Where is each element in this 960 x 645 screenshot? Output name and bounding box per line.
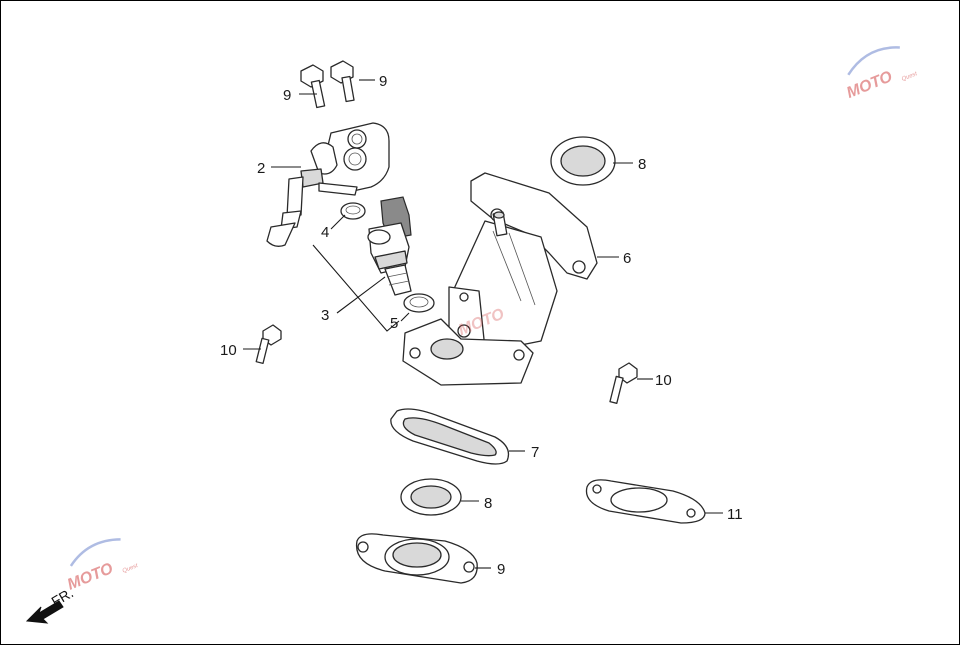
bolt-part-9-right	[330, 60, 355, 103]
o-ring-part-4	[340, 202, 366, 220]
callout-10-right: 10	[655, 372, 672, 389]
callout-10-left: 10	[220, 342, 237, 359]
insulator-part-9-bottom	[355, 533, 478, 584]
callout-9-bolt-right: 9	[379, 73, 387, 90]
callout-2: 2	[257, 160, 265, 177]
callout-9-bolt-left: 9	[283, 87, 291, 104]
bolt-part-10-left	[255, 324, 282, 365]
fuel-injector-part-3	[367, 196, 412, 296]
watermark-sub-top: Quest	[901, 71, 918, 83]
gasket-part-11	[585, 479, 706, 524]
watermark-logo-top: MOTO Quest	[844, 46, 918, 102]
callout-6: 6	[623, 250, 631, 267]
callout-4: 4	[321, 224, 329, 241]
gasket-part-8-top	[550, 136, 616, 186]
watermark-logo-bottom: MOTO Quest	[65, 538, 139, 594]
callout-8-bottom: 8	[484, 495, 492, 512]
callout-3: 3	[321, 307, 329, 324]
o-ring-part-8-bottom	[400, 478, 462, 516]
callout-9-bottom: 9	[497, 561, 505, 578]
leader-lines	[243, 79, 723, 569]
callout-11: 11	[727, 506, 743, 523]
intake-manifold-part-6	[402, 172, 598, 386]
watermark-brand-top: MOTO	[844, 68, 895, 102]
callout-labels: 9 9 2 8 4 6 3 5 10 10 7 8 11 9	[220, 73, 743, 578]
front-direction-arrow: FR.	[25, 584, 76, 624]
callout-8-top: 8	[638, 156, 646, 173]
gasket-part-7	[390, 408, 510, 465]
seal-part-5	[403, 293, 435, 313]
callout-5: 5	[390, 315, 398, 332]
bolt-part-10-right	[609, 362, 638, 404]
fuel-pipe-part-2	[266, 122, 390, 247]
callout-7: 7	[531, 444, 539, 461]
watermark-sub-bottom: Quest	[122, 563, 139, 575]
bolt-part-9-left	[300, 64, 326, 109]
